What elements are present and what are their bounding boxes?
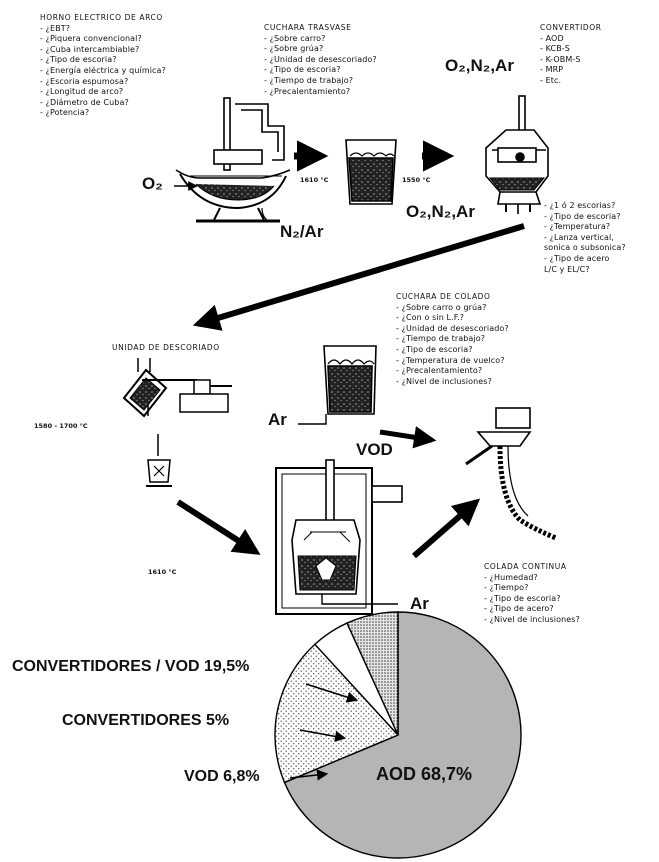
flow-arrow-converter-to-deslagging bbox=[192, 223, 525, 331]
vod-vessel-drawing bbox=[275, 459, 403, 615]
casting-ladle-drawing bbox=[298, 345, 377, 425]
deslagging-title: UNIDAD DE DESCORIADO bbox=[112, 343, 220, 352]
arc-furnace-notes: HORNO ELECTRICO DE ARCO - ¿EBT? - ¿Pique… bbox=[40, 13, 166, 119]
arc-furnace-item: - ¿Tipo de escoria? bbox=[40, 55, 117, 65]
transfer-ladle-title: CUCHARA TRASVASE bbox=[264, 23, 352, 32]
pie-slice-1 bbox=[274, 643, 400, 784]
converter-item: L/C y EL/C? bbox=[544, 264, 590, 274]
flow-arrow-to-vod bbox=[176, 499, 261, 555]
converter-notes: - ¿1 ó 2 escorias? - ¿Tipo de escoria? -… bbox=[544, 201, 626, 275]
transfer-ladle-notes: CUCHARA TRASVASE - ¿Sobre carro? - ¿Sobr… bbox=[264, 23, 377, 97]
continuous-caster-drawing bbox=[465, 407, 557, 541]
arc-furnace-item: - ¿Piquera convencional? bbox=[40, 34, 142, 44]
vod-argon-label: Ar bbox=[410, 594, 429, 613]
arc-furnace-item: - ¿Longitud de arco? bbox=[40, 87, 124, 97]
temperature-tap: 1610 °C bbox=[300, 176, 329, 184]
converter-top-gas-label: O₂,N₂,Ar bbox=[445, 56, 514, 75]
temperature-vod: 1610 °C bbox=[148, 568, 177, 576]
converter-type: - KCB-S bbox=[540, 44, 570, 54]
continuous-casting-item: - ¿Tiempo? bbox=[484, 583, 529, 593]
converter-drawing bbox=[485, 95, 549, 214]
continuous-casting-item: - ¿Tipo de escoria? bbox=[484, 593, 561, 603]
pie-label-converters-vod: CONVERTIDORES / VOD 19,5% bbox=[12, 658, 250, 675]
pie-label-aod: AOD 68,7% bbox=[376, 764, 473, 784]
transfer-ladle-item: - ¿Sobre grúa? bbox=[264, 44, 324, 54]
transfer-ladle-item: - ¿Tiempo de trabajo? bbox=[264, 75, 354, 85]
converter-type: - MRP bbox=[540, 65, 564, 75]
arc-furnace-item: - ¿Diámetro de Cuba? bbox=[40, 97, 129, 107]
continuous-casting-title: COLADA CONTINUA bbox=[484, 562, 567, 571]
casting-ladle-item: - ¿Tiempo de trabajo? bbox=[396, 334, 486, 344]
transfer-ladle-drawing bbox=[345, 139, 397, 205]
continuous-casting-item: - ¿Tipo de acero? bbox=[484, 604, 554, 614]
casting-ladle-item: - ¿Tipo de escoria? bbox=[396, 344, 473, 354]
pie-label-vod: VOD 6,8% bbox=[184, 768, 260, 785]
casting-ladle-item: - ¿Con o sin L.F.? bbox=[396, 313, 465, 323]
arc-furnace-item: - ¿Escoria espumosa? bbox=[40, 76, 129, 86]
converter-type: - AOD bbox=[540, 33, 564, 43]
temperature-transfer: 1550 °C bbox=[402, 176, 431, 184]
converter-item: - ¿Lanza vertical, bbox=[544, 232, 614, 242]
continuous-casting-item: - ¿Humedad? bbox=[484, 572, 538, 582]
pie-label-converters: CONVERTIDORES 5% bbox=[62, 712, 230, 729]
converter-item: - ¿Tipo de acero bbox=[544, 253, 610, 263]
arc-furnace-item: - ¿Energía eléctrica y química? bbox=[40, 65, 166, 75]
pie-slice-0 bbox=[283, 611, 522, 859]
casting-ladle-notes: CUCHARA DE COLADO - ¿Sobre carro o grúa?… bbox=[396, 292, 509, 387]
arc-furnace-item: - ¿Potencia? bbox=[40, 108, 90, 118]
casting-ladle-item: - ¿Nivel de inclusiones? bbox=[396, 376, 492, 386]
converter-item: - ¿Temperatura? bbox=[544, 222, 611, 232]
vod-label: VOD bbox=[356, 440, 393, 459]
transfer-ladle-item: - ¿Unidad de desescoriado? bbox=[264, 54, 377, 64]
continuous-casting-notes: COLADA CONTINUA - ¿Humedad? - ¿Tiempo? -… bbox=[484, 562, 580, 626]
arc-furnace-drawing bbox=[174, 97, 291, 223]
pie-leader-arrows bbox=[289, 683, 359, 781]
arc-furnace-title: HORNO ELECTRICO DE ARCO bbox=[40, 13, 163, 22]
converter-item: - ¿1 ó 2 escorias? bbox=[544, 201, 616, 210]
temperature-range-deslagging: 1580 - 1700 °C bbox=[34, 422, 88, 430]
eaf-oxygen-label: O₂ bbox=[142, 174, 163, 193]
eaf-bottom-gas-label: N₂/Ar bbox=[280, 222, 324, 241]
converter-type-list: CONVERTIDOR - AOD - KCB-S - K-OBM-S - MR… bbox=[540, 23, 602, 87]
arc-furnace-item: - ¿EBT? bbox=[40, 23, 71, 33]
casting-ladle-item: - ¿Precalentamiento? bbox=[396, 366, 483, 376]
converter-item: - ¿Tipo de escoria? bbox=[544, 211, 621, 221]
deslagging-notes: UNIDAD DE DESCORIADO bbox=[112, 343, 220, 354]
flow-arrow-vod-to-caster bbox=[379, 426, 437, 449]
production-share-pie-chart bbox=[274, 611, 522, 859]
flow-arrow-to-casting bbox=[412, 498, 481, 559]
casting-ladle-item: - ¿Unidad de desescoriado? bbox=[396, 323, 509, 333]
arc-furnace-item: - ¿Cuba intercambiable? bbox=[40, 44, 140, 54]
transfer-ladle-item: - ¿Tipo de escoria? bbox=[264, 65, 341, 75]
transfer-ladle-item: - ¿Precalentamiento? bbox=[264, 86, 351, 96]
casting-ladle-item: - ¿Sobre carro o grúa? bbox=[396, 302, 487, 312]
converter-item: sonica o subsonica? bbox=[544, 243, 626, 253]
converter-bottom-gas-label: O₂,N₂,Ar bbox=[406, 202, 475, 221]
casting-ladle-item: - ¿Temperatura de vuelco? bbox=[396, 355, 505, 365]
casting-ladle-title: CUCHARA DE COLADO bbox=[396, 292, 491, 301]
converter-title: CONVERTIDOR bbox=[540, 23, 602, 32]
transfer-ladle-item: - ¿Sobre carro? bbox=[264, 33, 326, 43]
casting-ladle-argon-label: Ar bbox=[268, 410, 287, 429]
continuous-casting-item: - ¿Nivel de inclusiones? bbox=[484, 614, 580, 624]
converter-type: - K-OBM-S bbox=[540, 54, 581, 64]
converter-type: - Etc. bbox=[540, 75, 562, 85]
deslagging-unit-drawing bbox=[122, 358, 232, 487]
pie-slice-3 bbox=[346, 611, 399, 736]
